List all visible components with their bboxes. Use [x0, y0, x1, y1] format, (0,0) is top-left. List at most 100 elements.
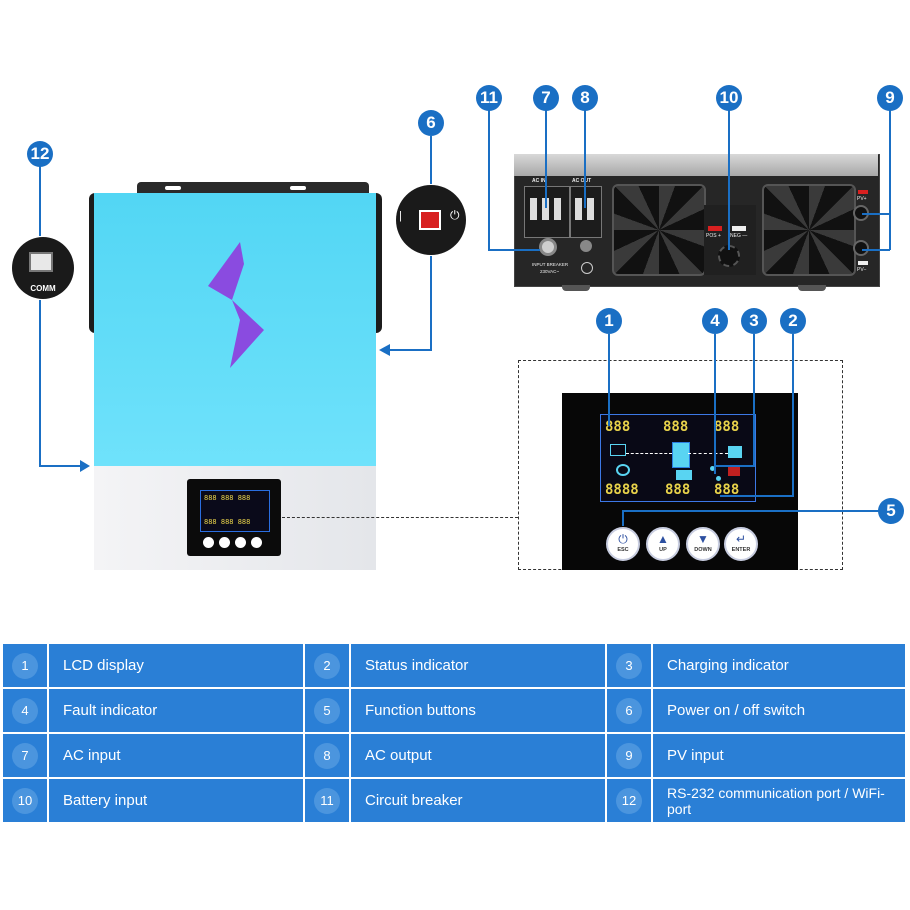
terminal-screw: [530, 198, 537, 220]
power-switch-icon[interactable]: [419, 210, 441, 230]
ground-symbol-icon: [581, 262, 593, 274]
leader-line-1: [608, 334, 610, 426]
legend-label: Battery input: [49, 779, 303, 822]
leader-line-9: [889, 110, 891, 250]
esc-label: ESC: [617, 547, 629, 553]
leader-line-9: [862, 213, 890, 215]
front-lcd-screen: [200, 490, 270, 532]
callout-4: 4: [702, 308, 728, 334]
leader-line-3: [714, 465, 755, 467]
battery-neg-marker: [732, 226, 746, 231]
cooling-fan-left: [612, 184, 706, 276]
legend-number: 9: [607, 734, 651, 777]
legend-number: 3: [607, 644, 651, 687]
brand-logo-icon: [208, 242, 264, 368]
leader-line-11: [488, 249, 540, 251]
legend-number: 4: [3, 689, 47, 732]
leader-line-12: [39, 465, 81, 467]
battery-pos-label: POS +: [706, 233, 721, 239]
front-esc-button[interactable]: [203, 537, 214, 548]
callout-10: 10: [716, 85, 742, 111]
lcd-zoom-connector: [282, 517, 518, 518]
lcd-grid-icon: [616, 464, 630, 476]
front-lcd-digits: 888 888 888: [204, 494, 251, 502]
pv-pos-marker: [858, 190, 868, 194]
ground-screw-icon: [580, 240, 592, 252]
power-off-symbol-icon: ⏻: [450, 208, 460, 222]
front-up-button[interactable]: [219, 537, 230, 548]
callout-11: 11: [476, 85, 502, 111]
cooling-fan-right: [762, 184, 856, 276]
callout-12: 12: [27, 141, 53, 167]
ac-out-label: AC OUT: [572, 178, 592, 184]
charging-indicator-dot: [710, 466, 715, 471]
up-button[interactable]: ▲ UP: [646, 527, 680, 561]
pv-pos-label: PV+: [857, 196, 867, 202]
leader-line-6: [430, 256, 432, 350]
battery-pos-marker: [708, 226, 722, 231]
lcd-flow-line: [688, 453, 728, 455]
legend-table: 1 LCD display 2 Status indicator 3 Charg…: [1, 642, 907, 824]
breaker-label: INPUT BREAKER: [532, 262, 569, 267]
lcd-flow-line: [626, 453, 672, 455]
circuit-breaker-icon[interactable]: [539, 238, 557, 256]
lcd-battery-icon: [676, 470, 692, 480]
legend-number: 6: [607, 689, 651, 732]
lcd-inverter-icon: [672, 442, 690, 468]
legend-label: Power on / off switch: [653, 689, 905, 732]
power-icon: ⏻: [618, 532, 628, 546]
legend-number: 5: [305, 689, 349, 732]
front-enter-button[interactable]: [251, 537, 262, 548]
lcd-bottom-right-value: 888: [714, 482, 740, 498]
callout-9: 9: [877, 85, 903, 111]
callout-7: 7: [533, 85, 559, 111]
lcd-load-icon: [728, 446, 742, 458]
legend-number: 10: [3, 779, 47, 822]
esc-button[interactable]: ⏻ ESC: [606, 527, 640, 561]
lcd-top-left-value: 888: [605, 419, 631, 435]
up-arrow-icon: ▲: [657, 532, 669, 546]
leader-line-7: [545, 110, 547, 208]
comm-port-label: COMM: [30, 284, 56, 293]
down-arrow-icon: ▼: [697, 532, 709, 546]
down-button[interactable]: ▼ DOWN: [686, 527, 720, 561]
pv-neg-marker: [858, 261, 868, 265]
enter-button[interactable]: ↵ ENTER: [724, 527, 758, 561]
terminal-screw: [575, 198, 582, 220]
legend-label: PV input: [653, 734, 905, 777]
callout-1: 1: [596, 308, 622, 334]
legend-row: 10 Battery input 11 Circuit breaker 12 R…: [3, 779, 905, 822]
status-indicator-dot: [716, 476, 721, 481]
leader-line-5: [622, 510, 880, 512]
legend-label: Status indicator: [351, 644, 605, 687]
callout-3: 3: [741, 308, 767, 334]
front-lcd-buttons: [203, 537, 265, 549]
leader-line-2: [792, 334, 794, 496]
callout-8: 8: [572, 85, 598, 111]
legend-label: Fault indicator: [49, 689, 303, 732]
battery-neg-label: NEG —: [730, 233, 748, 239]
front-down-button[interactable]: [235, 537, 246, 548]
legend-label: Circuit breaker: [351, 779, 605, 822]
leader-line-5: [622, 510, 624, 526]
arrow-head-icon: [80, 460, 90, 472]
callout-6: 6: [418, 110, 444, 136]
lcd-bottom-mid-value: 888: [665, 482, 691, 498]
legend-number: 7: [3, 734, 47, 777]
up-label: UP: [659, 547, 667, 553]
legend-row: 4 Fault indicator 5 Function buttons 6 P…: [3, 689, 905, 732]
enter-label: ENTER: [731, 547, 751, 553]
power-on-symbol-icon: |: [399, 210, 402, 222]
leader-line-9: [862, 249, 890, 251]
callout-5: 5: [878, 498, 904, 524]
lcd-pv-icon: [610, 444, 626, 456]
lcd-fault-icon: [728, 466, 740, 476]
bracket-slot: [290, 186, 306, 190]
legend-number: 12: [607, 779, 651, 822]
legend-row: 7 AC input 8 AC output 9 PV input: [3, 734, 905, 777]
rear-foot: [562, 285, 590, 291]
down-label: DOWN: [694, 547, 712, 553]
comm-port-icon: [29, 252, 53, 272]
legend-number: 2: [305, 644, 349, 687]
leader-line-4: [714, 334, 716, 474]
